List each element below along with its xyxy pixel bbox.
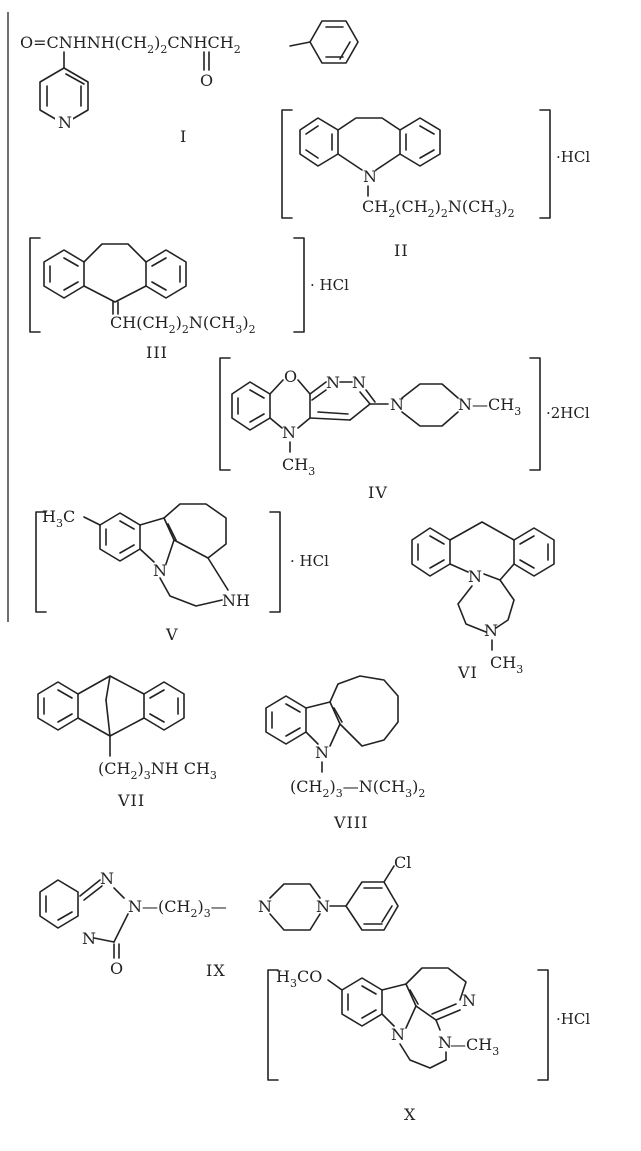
ix-pip-n1: N (258, 897, 272, 916)
vi-n1: N (468, 567, 482, 586)
label-iii: III (146, 343, 168, 362)
label-ix: IX (206, 961, 226, 980)
iv-salt: ·2HCl (546, 404, 590, 422)
structure-viii: N (CH2)3—N(CH3)2 VIII (265, 675, 425, 832)
structure-vi: N N CH3 VI (411, 521, 555, 682)
ix-n2: N (128, 897, 142, 916)
v-nh: NH (222, 591, 250, 610)
ix-n1: N (100, 869, 114, 888)
v-salt: · HCl (290, 552, 329, 570)
iv-nme: CH3 (282, 455, 315, 478)
label-x: X (404, 1105, 416, 1124)
iv-pip-n2: N (458, 395, 472, 414)
label-viii: VIII (333, 813, 369, 832)
structure-x: H3CO N N N —CH3 ·HCl X (267, 967, 590, 1124)
x-n2: N (462, 991, 476, 1010)
label-iv: IV (368, 483, 388, 502)
label-vi: VI (457, 663, 478, 682)
x-methoxy: H3CO (276, 967, 322, 990)
iii-chain: CH(CH2)2N(CH3)2 (110, 313, 256, 336)
structure-i: O=CNHNH(CH2)2CNHCH2 O N I (20, 20, 359, 146)
v-methyl: H3C (42, 507, 75, 530)
structure-vii: (CH2)3NH CH3 VII (37, 675, 217, 810)
iii-salt: · HCl (310, 276, 349, 294)
x-n1: N (391, 1025, 405, 1044)
v-n: N (153, 561, 167, 580)
label-ii: II (394, 241, 409, 260)
structure-iv: O N CH3 N N N N —CH3 ·2HCl IV (219, 357, 590, 502)
x-n3: N (438, 1033, 452, 1052)
iv-n1: N (326, 373, 340, 392)
x-salt: ·HCl (556, 1010, 590, 1028)
label-v: V (165, 625, 179, 644)
vii-chain: (CH2)3NH CH3 (98, 759, 217, 782)
ii-salt: ·HCl (556, 148, 590, 166)
iv-pip-n1: N (390, 395, 404, 414)
vi-methyl: CH3 (490, 653, 523, 676)
structure-v: H3C N NH · HCl V (35, 503, 329, 644)
viii-n: N (315, 743, 329, 762)
ix-o: O (110, 959, 123, 978)
label-vii: VII (117, 791, 145, 810)
label-i: I (180, 127, 187, 146)
iv-o: O (284, 367, 297, 386)
ix-chain: —(CH2)3— (142, 897, 227, 920)
viii-chain: (CH2)3—N(CH3)2 (290, 777, 425, 800)
structure-ix: N N N O —(CH2)3— N N Cl IX (39, 853, 411, 980)
iv-n5: N (282, 423, 296, 442)
ix-pip-n2: N (316, 897, 330, 916)
ii-n: N (363, 167, 377, 186)
pyridine-n: N (58, 113, 72, 132)
vi-n2: N (484, 621, 498, 640)
ix-n3: N (82, 929, 96, 948)
ii-chain: CH2(CH2)2N(CH3)2 (362, 197, 515, 220)
ix-cl: Cl (394, 853, 411, 872)
iv-n2: N (352, 373, 366, 392)
structure-iii: CH(CH2)2N(CH3)2 · HCl III (29, 237, 349, 362)
formula-i-text: O=CNHNH(CH2)2CNHCH2 (20, 33, 241, 56)
structure-ii: N CH2(CH2)2N(CH3)2 ·HCl II (281, 109, 590, 260)
carbonyl-o: O (200, 71, 213, 90)
x-methyl: —CH3 (450, 1035, 499, 1058)
iv-methyl: —CH3 (472, 395, 521, 418)
